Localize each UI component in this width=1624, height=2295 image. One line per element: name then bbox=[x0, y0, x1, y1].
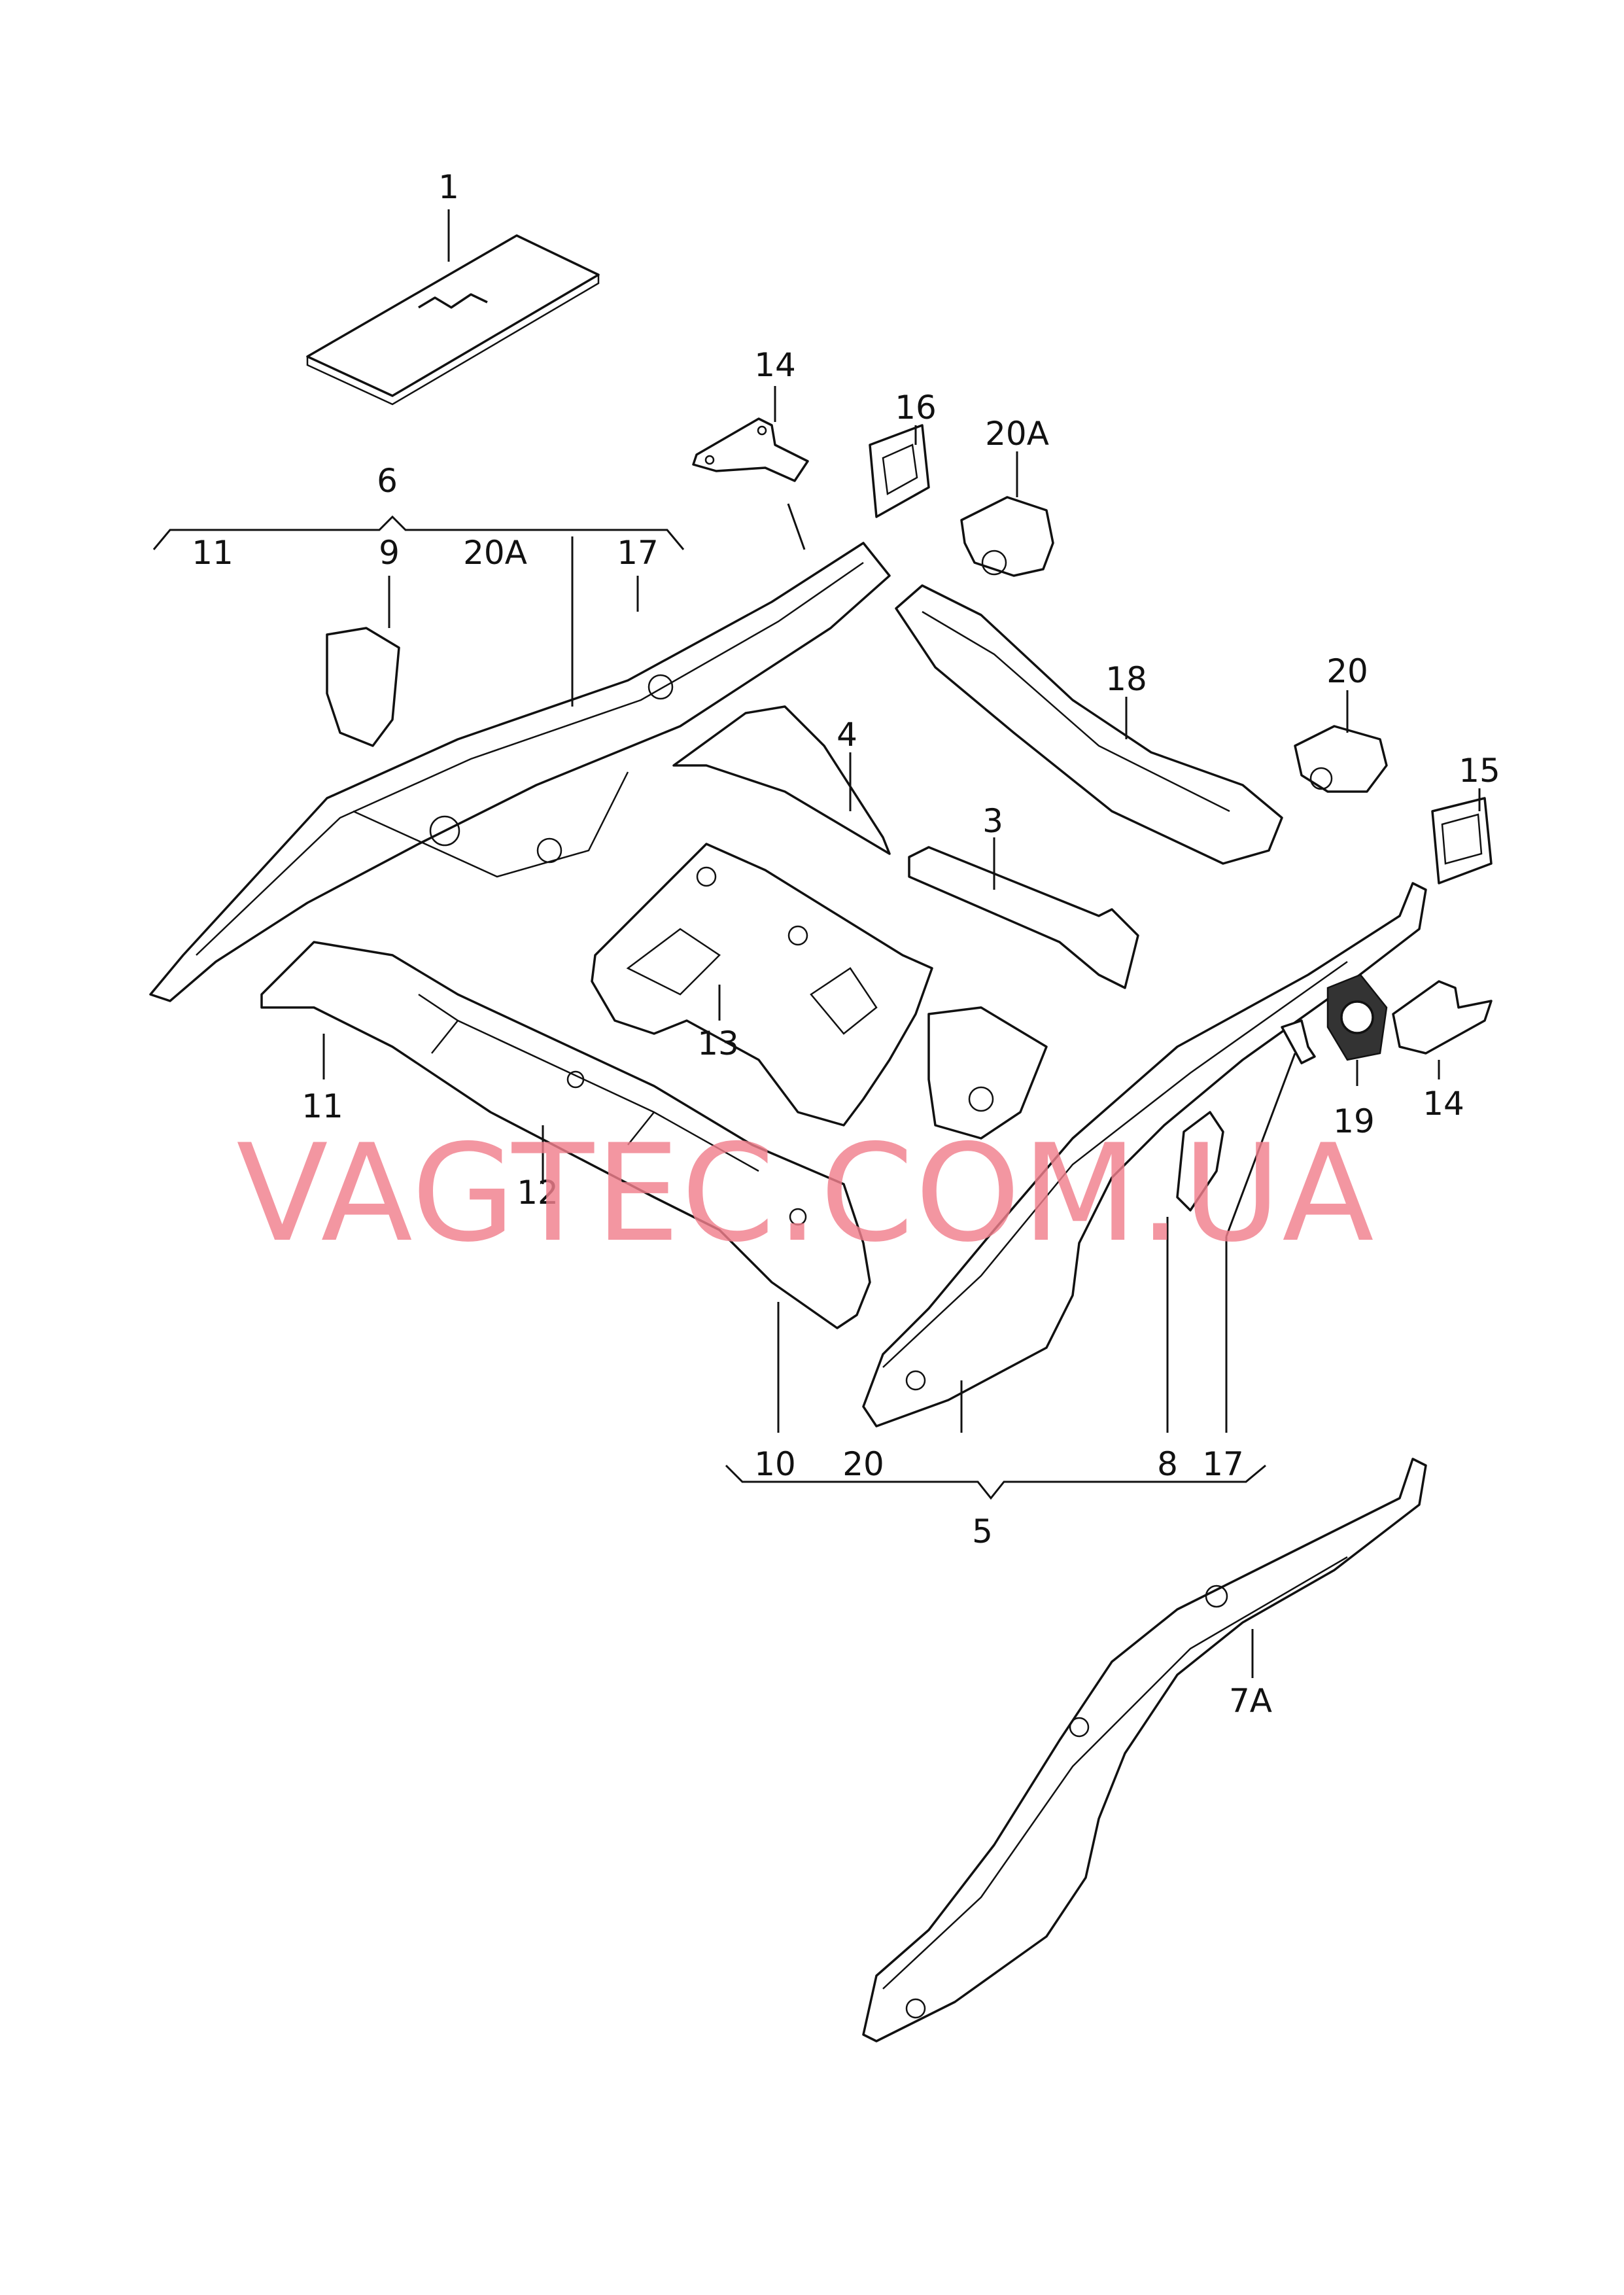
label-14-top: 14 bbox=[754, 346, 796, 384]
label-5-20: 20 bbox=[842, 1445, 884, 1483]
label-6: 6 bbox=[377, 462, 398, 500]
label-20-top: 20 bbox=[1326, 652, 1368, 690]
part-labels: 1 14 16 20A 6 11 9 20A 17 18 20 15 4 3 1… bbox=[192, 168, 1500, 1720]
label-11-bottom: 11 bbox=[302, 1087, 343, 1125]
label-3: 3 bbox=[982, 802, 1003, 840]
label-6-17: 17 bbox=[617, 534, 659, 572]
label-6-9: 9 bbox=[379, 534, 400, 572]
watermark: VAGTEC.COM.UA bbox=[236, 1116, 1375, 1272]
label-20A-top: 20A bbox=[985, 415, 1049, 453]
part-15-bracket[interactable] bbox=[1431, 797, 1493, 885]
part-16-bracket[interactable] bbox=[869, 424, 930, 518]
part-3-reinforcement[interactable] bbox=[908, 846, 1139, 989]
part-14-bracket-top[interactable] bbox=[692, 417, 809, 482]
part-20-bracket-right[interactable] bbox=[1294, 725, 1388, 793]
label-15: 15 bbox=[1459, 752, 1500, 790]
label-6-11: 11 bbox=[192, 534, 233, 572]
label-5-17: 17 bbox=[1202, 1445, 1244, 1483]
label-6-20A: 20A bbox=[463, 534, 527, 572]
part-14-bracket-right[interactable] bbox=[1392, 980, 1493, 1055]
label-19: 19 bbox=[1333, 1102, 1375, 1140]
part-5-right-longitudinal-member[interactable] bbox=[862, 882, 1427, 1428]
label-14-right: 14 bbox=[1423, 1085, 1464, 1123]
part-1-floor-panel[interactable] bbox=[306, 234, 600, 406]
label-16: 16 bbox=[895, 389, 937, 427]
label-10: 10 bbox=[754, 1445, 796, 1483]
part-7A-longitudinal-member[interactable] bbox=[862, 1458, 1427, 2042]
part-13-crossmember[interactable] bbox=[591, 843, 933, 1127]
part-20A-support-top[interactable] bbox=[960, 496, 1054, 577]
label-5: 5 bbox=[972, 1513, 993, 1550]
label-7A: 7A bbox=[1229, 1682, 1272, 1720]
part-17-clip-right[interactable] bbox=[1281, 1019, 1316, 1064]
part-10-11-12-lower-member[interactable] bbox=[260, 941, 871, 1329]
label-8: 8 bbox=[1157, 1445, 1178, 1483]
label-18: 18 bbox=[1105, 660, 1147, 698]
leader-lines bbox=[152, 209, 1481, 1678]
label-13: 13 bbox=[697, 1025, 739, 1062]
part-18-crossmember[interactable] bbox=[895, 584, 1283, 865]
part-8-bracket[interactable] bbox=[1176, 1111, 1224, 1212]
part-6-left-longitudinal-member[interactable] bbox=[149, 542, 891, 1002]
label-4: 4 bbox=[837, 716, 857, 754]
label-1: 1 bbox=[438, 168, 459, 206]
label-12: 12 bbox=[517, 1174, 559, 1212]
part-19-bracket[interactable] bbox=[1326, 973, 1388, 1061]
part-4-reinforcement[interactable] bbox=[672, 705, 891, 855]
